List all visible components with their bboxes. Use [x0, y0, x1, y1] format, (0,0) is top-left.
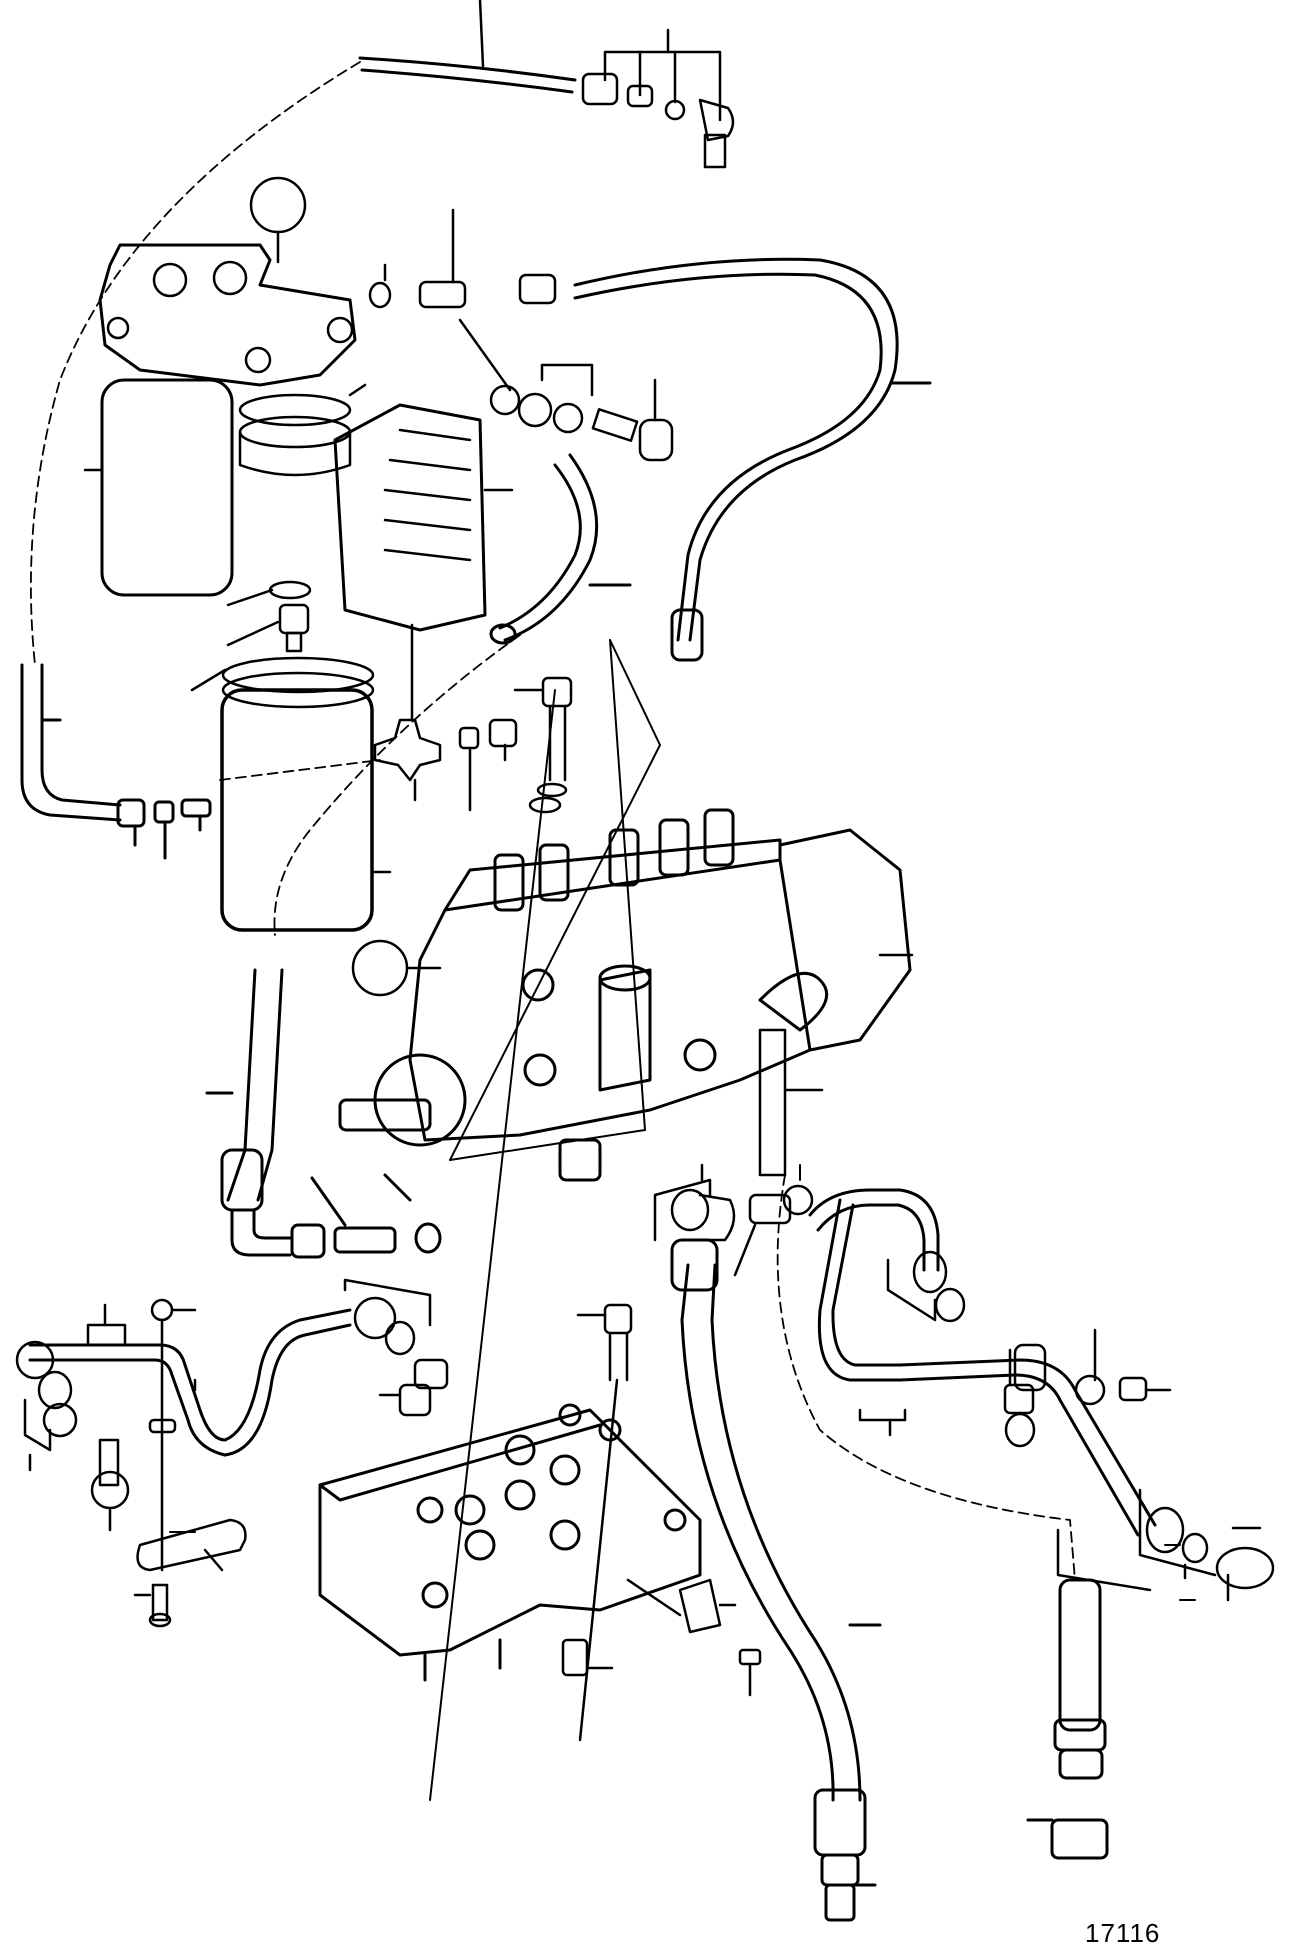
- tee-fitting: [373, 623, 518, 812]
- return-hose-upper: [489, 453, 632, 645]
- bracket-lines: [429, 639, 661, 1801]
- pump-mounting-plate: [318, 1403, 702, 1682]
- banjo-fitting-group-lower: [653, 1163, 814, 1277]
- lower-left-pipe-assembly: [15, 1278, 449, 1628]
- filter-canister-left: [83, 378, 234, 597]
- plate-bushing: [561, 1638, 614, 1677]
- filter-cartridge: [190, 656, 392, 932]
- fuel-hose-right-upper: [573, 257, 932, 662]
- callout-circle-filter: [249, 176, 307, 234]
- fuel-filter-head: [98, 243, 357, 387]
- banjo-fitting-group-upper: [368, 208, 674, 462]
- dashed-routing-lines: [30, 61, 1076, 1581]
- fuel-line-left-bend: [20, 663, 212, 860]
- filter-seal-ring: [238, 383, 367, 477]
- fuel-hose-left-lower: [205, 968, 442, 1259]
- drain-valve-parts: [226, 580, 312, 653]
- top-fitting-group: [581, 28, 735, 169]
- right-pipe-assembly: [758, 1028, 1275, 1602]
- top-fuel-line: [358, 0, 577, 94]
- injection-pump: [338, 808, 912, 1182]
- hose-lower-right: [1026, 1578, 1109, 1860]
- pointer-lines: [169, 1531, 1196, 1601]
- plate-clip-and-screw: [626, 1578, 762, 1697]
- water-separator-housing: [333, 403, 514, 632]
- diagram-reference-number: 17116: [1085, 1918, 1161, 1948]
- long-fuel-hose-center: [670, 1238, 882, 1922]
- callout-circle-pump: [351, 939, 409, 997]
